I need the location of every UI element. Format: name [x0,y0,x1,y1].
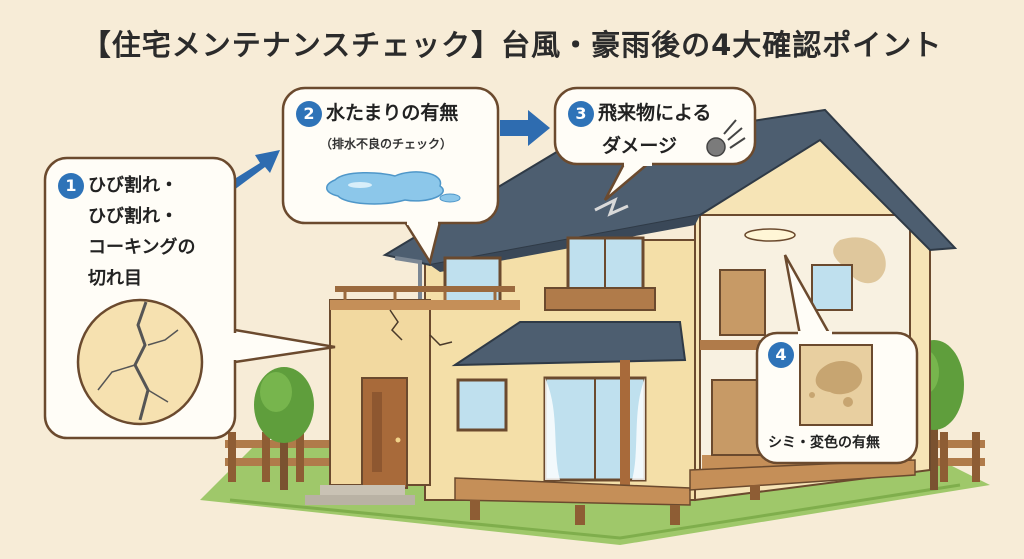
point-3-line-1: 飛来物による [598,102,712,124]
callout-4 [755,254,919,465]
point-2-sublabel: （排水不良のチェック） [320,136,453,151]
callout-3 [553,86,757,201]
crack-icon [76,298,204,426]
point-1-line-1: ひび割れ・ [88,175,178,196]
stain-icon [799,344,873,426]
point-1-line-3: コーキングの [88,237,196,258]
page-title: 【住宅メンテナンスチェック】台風・豪雨後の4大確認ポイント [81,28,943,62]
badge-4: 4 [768,342,794,368]
arrow-right-icon [228,150,280,190]
callout-4-text: 4 [768,342,798,368]
right-fence [915,432,985,482]
arrow-right-icon [500,110,550,146]
point-1-line-2: ひび割れ・ [88,206,178,227]
callout-2 [281,86,500,266]
puddle-icon [326,171,444,205]
flying-debris-icon [706,119,746,157]
point-3-line-2: ダメージ [602,134,678,157]
badge-3: 3 [568,100,594,127]
badge-1: 1 [58,173,84,199]
tree-left [254,367,314,490]
badge-2: 2 [296,100,322,127]
left-fence [225,432,330,482]
point-4-label: シミ・変色の有無 [768,435,880,451]
callout-1 [43,156,336,440]
point-1-line-4: 切れ目 [88,268,142,289]
point-2-label: 水たまりの有無 [326,102,459,124]
